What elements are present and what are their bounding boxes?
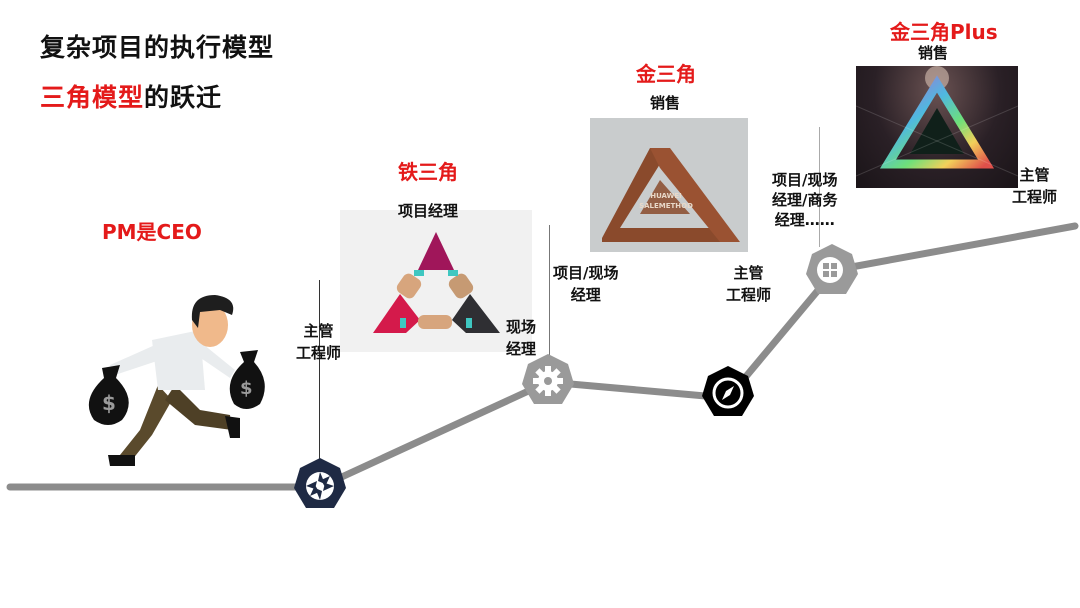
stage-title-golden-triangle: 金三角 bbox=[636, 62, 696, 86]
label-line: 经理/商务 bbox=[772, 191, 838, 209]
milestone-node-1[interactable] bbox=[292, 456, 348, 512]
subtitle-rest: 的跃迁 bbox=[144, 83, 223, 112]
label-line: 主管 bbox=[303, 322, 334, 340]
label-line: 工程师 bbox=[296, 344, 342, 362]
huawei-text: HUAWEI bbox=[650, 192, 682, 200]
golden-plus-right-label: 主管 工程师 bbox=[1012, 164, 1057, 208]
milestone-node-4[interactable] bbox=[804, 242, 860, 298]
milestone-node-2[interactable] bbox=[520, 352, 576, 408]
penrose-triangle-image: HUAWEI SALEMETHOD bbox=[590, 118, 748, 252]
money-bag-icon: $ bbox=[88, 365, 129, 425]
connector-line-2 bbox=[549, 225, 550, 360]
windows-icon bbox=[823, 263, 837, 277]
stage-title-iron-triangle: 铁三角 bbox=[398, 160, 458, 184]
money-bag-icon: $ bbox=[229, 350, 265, 409]
prism-triangle-image bbox=[856, 66, 1018, 188]
node-4-label: 项目/现场 经理/商务 经理…… bbox=[772, 170, 837, 230]
iron-triangle-top-label: 项目经理 bbox=[398, 202, 459, 220]
label-line: 项目/现场 bbox=[772, 171, 838, 189]
golden-plus-top-label: 销售 bbox=[918, 44, 949, 62]
label-line: 经理 bbox=[570, 286, 601, 304]
node-1-label: 主管 工程师 bbox=[296, 320, 341, 364]
compass-icon bbox=[712, 377, 744, 409]
camera-aperture-icon bbox=[306, 472, 334, 500]
stage-title-golden-triangle-plus: 金三角Plus bbox=[890, 20, 998, 44]
page-subtitle: 三角模型的跃迁 bbox=[40, 78, 222, 114]
subtitle-highlight: 三角模型 bbox=[40, 83, 145, 112]
running-man-illustration: $ $ bbox=[88, 295, 265, 466]
svg-text:$: $ bbox=[102, 391, 116, 415]
label-line: 项目/现场 bbox=[553, 264, 619, 282]
golden-triangle-right-label: 主管 工程师 bbox=[726, 262, 771, 306]
stage-title-pm-ceo: PM是CEO bbox=[102, 220, 202, 244]
svg-text:$: $ bbox=[240, 378, 253, 399]
gear-icon bbox=[533, 366, 563, 396]
milestone-node-3[interactable] bbox=[700, 364, 756, 420]
label-line: 经理 bbox=[506, 340, 537, 358]
connector-line-1 bbox=[319, 280, 320, 462]
iron-triangle-right-label: 现场 经理 bbox=[506, 316, 536, 360]
label-line: 工程师 bbox=[1012, 188, 1058, 206]
handshake-triangle-image bbox=[340, 210, 532, 352]
node-2-label: 项目/现场 经理 bbox=[553, 262, 618, 306]
label-line: 主管 bbox=[733, 264, 764, 282]
golden-triangle-top-label: 销售 bbox=[650, 94, 681, 112]
label-line: 工程师 bbox=[726, 286, 772, 304]
label-line: 经理…… bbox=[774, 211, 835, 229]
page-title: 复杂项目的执行模型 bbox=[40, 33, 275, 62]
salemethod-text: SALEMETHOD bbox=[639, 202, 693, 210]
connector-line-4 bbox=[819, 127, 820, 247]
label-line: 主管 bbox=[1019, 166, 1050, 184]
label-line: 现场 bbox=[506, 318, 537, 336]
